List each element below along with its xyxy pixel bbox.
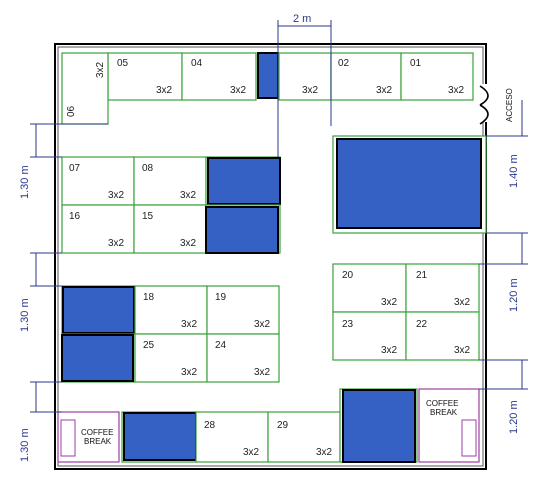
stand-size: 3x2 bbox=[95, 61, 106, 78]
stand-row-top: 05 3x2 04 3x2 3x2 02 3x2 01 3x2 bbox=[107, 52, 474, 101]
dimension-left-3: 1.30 m bbox=[19, 381, 62, 462]
stand-06[interactable] bbox=[61, 52, 109, 125]
dimension-right-3: 1.20 m bbox=[479, 359, 528, 434]
stand-size: 3x2 bbox=[180, 238, 197, 249]
occupied-stand bbox=[123, 412, 197, 461]
dimension-right-1: 1.40 m bbox=[486, 100, 528, 188]
coffee-counter-icon bbox=[60, 419, 76, 457]
stand-number: 05 bbox=[117, 58, 129, 69]
stand-size: 3x2 bbox=[454, 345, 471, 356]
dimension-label: 1.40 m bbox=[508, 154, 520, 188]
dimension-label: 2 m bbox=[293, 13, 311, 25]
coffee-break-label: COFFEE bbox=[426, 399, 458, 408]
stand-04[interactable] bbox=[181, 52, 257, 101]
stand-23[interactable] bbox=[332, 311, 407, 361]
stand-number: 25 bbox=[143, 340, 155, 351]
stand-number: 19 bbox=[215, 292, 227, 303]
stand-size: 3x2 bbox=[381, 345, 398, 356]
hall-outer-wall bbox=[54, 43, 487, 470]
stand-number: 16 bbox=[69, 211, 81, 222]
stand-size: 3x2 bbox=[381, 297, 398, 308]
stand-19[interactable] bbox=[206, 285, 280, 335]
stand-number: 18 bbox=[143, 292, 155, 303]
stand-number: 23 bbox=[342, 319, 354, 330]
stand-size: 3x2 bbox=[243, 447, 260, 458]
stand-number: 02 bbox=[338, 58, 350, 69]
dimension-label: 1.30 m bbox=[19, 298, 31, 332]
stand-size: 3x2 bbox=[230, 85, 247, 96]
coffee-break-label: BREAK bbox=[430, 408, 458, 417]
entrance-door-icon[interactable] bbox=[478, 84, 489, 125]
stand-row-bottom: COFFEE BREAK 28 3x2 29 3x2 COFFEE BREAK bbox=[57, 388, 480, 463]
dimension-label: 1.20 m bbox=[508, 400, 520, 434]
stand-number: 04 bbox=[191, 58, 203, 69]
stand-size: 3x2 bbox=[254, 367, 271, 378]
hall-inner-wall bbox=[57, 46, 484, 467]
stand-block-left-1: 07 3x2 08 3x2 16 3x2 15 3x2 bbox=[61, 156, 281, 254]
dimension-label: 1.20 m bbox=[508, 278, 520, 312]
occupied-stand bbox=[207, 157, 281, 205]
stand-size: 3x2 bbox=[302, 85, 319, 96]
entrance-label: ACCESO bbox=[505, 88, 514, 122]
stand-number: 06 bbox=[66, 105, 77, 117]
coffee-break-label: COFFEE bbox=[81, 428, 113, 437]
dimension-left-1: 1.30 m bbox=[19, 123, 108, 199]
stand-size: 3x2 bbox=[108, 238, 125, 249]
stand-block-right: 20 3x2 21 3x2 23 3x2 22 3x2 bbox=[332, 263, 480, 361]
dimension-label: 1.30 m bbox=[19, 428, 31, 462]
stand-18[interactable] bbox=[134, 285, 208, 335]
stand-02[interactable] bbox=[330, 52, 402, 101]
stand-block-middle: 18 3x2 19 3x2 25 3x2 24 3x2 bbox=[61, 285, 280, 383]
occupied-stand bbox=[205, 206, 279, 254]
stand-size: 3x2 bbox=[156, 85, 173, 96]
dimension-right-2: 1.20 m bbox=[479, 232, 528, 312]
stand-07[interactable] bbox=[61, 156, 135, 206]
stand-number: 21 bbox=[416, 270, 428, 281]
stand-number: 24 bbox=[215, 340, 227, 351]
stand-01[interactable] bbox=[400, 52, 474, 101]
stand-number: 15 bbox=[142, 211, 154, 222]
stand-size: 3x2 bbox=[180, 190, 197, 201]
occupied-stand-large bbox=[336, 138, 482, 229]
stand-number: 01 bbox=[410, 58, 422, 69]
dimension-label: 1.30 m bbox=[19, 165, 31, 199]
stand-size: 3x2 bbox=[316, 447, 333, 458]
occupied-stand-top bbox=[257, 52, 279, 99]
stand-size: 3x2 bbox=[454, 297, 471, 308]
stand-03[interactable] bbox=[278, 52, 332, 101]
stand-number: 29 bbox=[277, 420, 289, 431]
stand-number: 08 bbox=[142, 163, 154, 174]
stand-21[interactable] bbox=[405, 263, 480, 313]
stand-16[interactable] bbox=[61, 204, 135, 254]
coffee-counter-icon bbox=[461, 419, 477, 457]
dimension-top: 2 m bbox=[277, 13, 332, 157]
occupied-stand bbox=[62, 286, 135, 334]
stand-size: 3x2 bbox=[181, 367, 198, 378]
occupied-stand bbox=[342, 389, 416, 463]
stand-28[interactable] bbox=[195, 411, 269, 463]
dimension-left-2: 1.30 m bbox=[19, 252, 62, 332]
occupied-stand bbox=[61, 334, 134, 382]
stand-size: 3x2 bbox=[448, 85, 465, 96]
stand-size: 3x2 bbox=[181, 319, 198, 330]
stand-number: 28 bbox=[204, 420, 216, 431]
stand-15[interactable] bbox=[133, 204, 207, 254]
stand-number: 22 bbox=[416, 319, 428, 330]
stand-number: 07 bbox=[69, 163, 81, 174]
coffee-break-label: BREAK bbox=[84, 437, 112, 446]
stand-size: 3x2 bbox=[108, 190, 125, 201]
stand-08[interactable] bbox=[133, 156, 207, 206]
stand-22[interactable] bbox=[405, 311, 480, 361]
stand-size: 3x2 bbox=[254, 319, 271, 330]
stand-size: 3x2 bbox=[376, 85, 393, 96]
stand-25[interactable] bbox=[134, 333, 208, 383]
stand-24[interactable] bbox=[206, 333, 280, 383]
stand-number: 20 bbox=[342, 270, 354, 281]
